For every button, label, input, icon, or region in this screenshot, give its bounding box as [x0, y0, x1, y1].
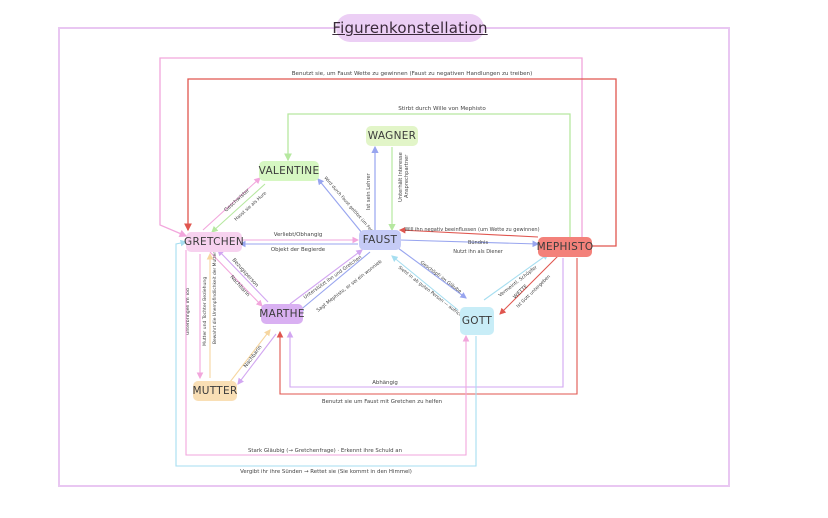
edge-mephisto-valentine — [284, 113, 571, 238]
node-wagner[interactable]: WAGNER — [366, 126, 418, 146]
edge-gott-faust — [391, 255, 459, 311]
label-nachbarin2: Nachbarin — [243, 344, 264, 369]
edge-gott-gretchen — [175, 239, 477, 467]
label-stark: Stark Gläubig (→ Gretchenfrage) · Erkenn… — [248, 448, 402, 454]
label-verliebt: Verliebt/Obhangig — [274, 232, 323, 238]
node-mutter[interactable]: MUTTER — [192, 381, 237, 401]
node-marthe[interactable]: MARTHE — [259, 304, 304, 324]
edge-mephisto-gott — [499, 255, 559, 315]
label-top-pink: Benutzt sie, um Faust Wette zu gewinnen … — [292, 71, 533, 77]
label-unterbringen: Unterbringen im Tod — [185, 288, 191, 335]
edge-mephisto-gretchen-top — [159, 57, 583, 243]
node-mephisto[interactable]: MEPHISTO — [537, 237, 593, 257]
edge-valentine-gretchen — [211, 183, 266, 233]
edge-marthe-gretchen — [217, 249, 269, 303]
label-nutzt: Nutzt ihn als Diener — [453, 249, 504, 255]
node-valentine[interactable]: VALENTINE — [259, 161, 319, 181]
edge-mephisto-gretchen-red — [184, 78, 617, 247]
edge-gretchen-marthe — [209, 251, 263, 307]
node-gott[interactable]: GOTT — [460, 307, 494, 335]
edge-gott-mephisto — [483, 253, 549, 301]
edge-gretchen-gott — [185, 250, 470, 456]
label-objekt: Objekt der Begierde — [271, 247, 326, 253]
label-benutzt-gretchen: Benutzt sie um Faust mit Gretchen zu hel… — [322, 399, 442, 405]
edge-faust-valentine — [317, 178, 363, 234]
label-wagner-a: Ist sein Lehrer — [366, 172, 372, 210]
edge-mephisto-faust — [398, 226, 539, 238]
label-mutter-toechter: Mutter und Tochter Beziehung — [202, 277, 208, 346]
label-wagner-b: Unterhält Interesse — [398, 152, 404, 202]
label-green-top: Stirbt durch Wille von Mephisto — [398, 106, 486, 112]
label-bewahrt: Bewahrt die Unempfindlichkeit der Mutter — [212, 252, 218, 344]
edge-marthe-mutter — [237, 333, 277, 385]
edge-gretchen-valentine — [202, 177, 261, 231]
node-gretchen[interactable]: GRETCHEN — [184, 232, 244, 252]
edge-mutter-marthe — [229, 329, 271, 383]
edge-mephisto-marthe — [286, 258, 564, 388]
label-unterstuetzt: Unterstützt ihn und Gretchen — [303, 254, 363, 300]
edge-faust-mephisto — [399, 239, 540, 248]
label-will: Will ihn negativ beeinflussen (um Wette … — [404, 227, 539, 233]
edge-mephisto-marthe-red — [276, 258, 578, 395]
edge-marthe-faust — [289, 249, 363, 305]
edge-faust-gott — [397, 247, 467, 299]
label-abhaengig: Abhängig — [372, 380, 398, 386]
edge-faust-marthe — [297, 251, 371, 313]
label-wagner-c: Ansprechpartner — [404, 154, 410, 198]
page-title: Figurenkonstellation — [332, 14, 487, 42]
label-buendnis: Bündnis — [468, 240, 489, 246]
node-faust[interactable]: FAUST — [359, 230, 401, 250]
label-vergibt: Vergibt ihr ihre Sünden → Rettet sie (Si… — [240, 469, 412, 475]
